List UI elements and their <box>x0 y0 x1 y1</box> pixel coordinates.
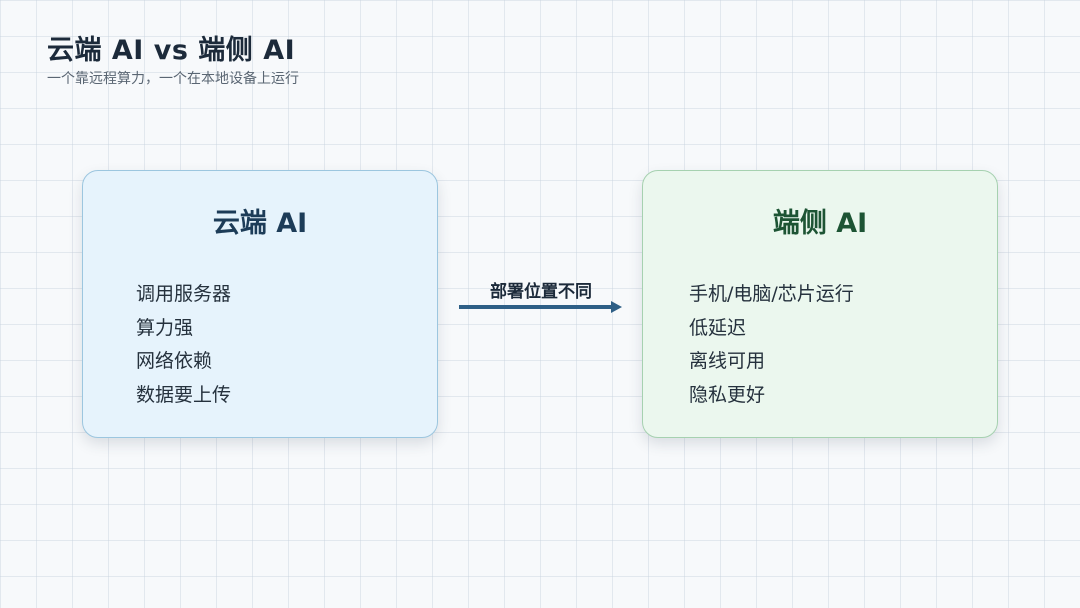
cloud-ai-feature-list: 调用服务器 算力强 网络依赖 数据要上传 <box>136 278 231 412</box>
list-item: 调用服务器 <box>136 283 232 305</box>
edge-ai-card: 端侧 AI 手机/电脑/芯片运行 低延迟 离线可用 隐私更好 <box>642 170 998 438</box>
list-item: 离线可用 <box>689 350 766 372</box>
list-item: 隐私更好 <box>689 383 766 406</box>
page-subtitle: 一个靠远程算力，一个在本地设备上运行 <box>47 71 299 87</box>
list-item: 数据要上传 <box>136 383 232 406</box>
list-item: 网络依赖 <box>136 350 213 372</box>
edge-ai-card-title: 端侧 AI <box>772 208 868 239</box>
list-item: 算力强 <box>136 316 194 339</box>
connector-label: 部署位置不同 <box>490 282 592 302</box>
list-item: 低延迟 <box>689 316 747 339</box>
page-header: 云端 AI vs 端侧 AI 一个靠远程算力，一个在本地设备上运行 <box>47 33 299 89</box>
page-title: 云端 AI vs 端侧 AI <box>47 35 296 66</box>
cloud-ai-card-title: 云端 AI <box>212 208 308 239</box>
arrow-right-icon <box>611 301 622 313</box>
cloud-ai-card: 云端 AI 调用服务器 算力强 网络依赖 数据要上传 <box>82 170 438 438</box>
arrow-line <box>459 305 615 309</box>
list-item: 手机/电脑/芯片运行 <box>689 283 854 305</box>
edge-ai-feature-list: 手机/电脑/芯片运行 低延迟 离线可用 隐私更好 <box>689 278 854 412</box>
deployment-connector: 部署位置不同 <box>459 280 623 314</box>
